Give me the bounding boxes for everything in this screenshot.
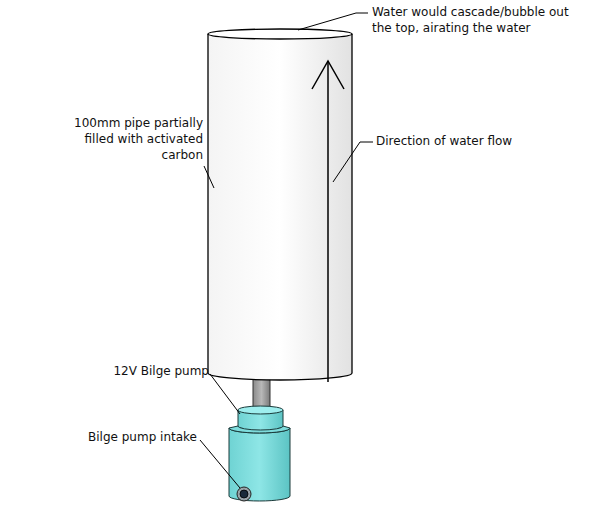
pipe-label: 100mm pipe partially filled with activat… — [63, 115, 203, 163]
outflow-note: Water would cascade/bubble out the top, … — [372, 4, 584, 36]
flow-arrow — [327, 62, 329, 382]
pump-intake — [237, 487, 251, 501]
leader-line — [333, 142, 373, 182]
pipe-body — [208, 34, 352, 380]
pump-collar — [238, 406, 283, 414]
flow-arrowhead — [312, 61, 344, 89]
pump-label: 12V Bilge pump — [59, 363, 209, 379]
leader-line — [204, 166, 214, 188]
pipe-top — [208, 29, 352, 39]
flow-label: Direction of water flow — [376, 133, 576, 149]
leader-line — [200, 440, 240, 488]
leader-line — [210, 374, 240, 414]
leader-line — [298, 13, 368, 30]
bilge-pump-body — [229, 428, 290, 501]
intake-label: Bilge pump intake — [47, 429, 197, 445]
